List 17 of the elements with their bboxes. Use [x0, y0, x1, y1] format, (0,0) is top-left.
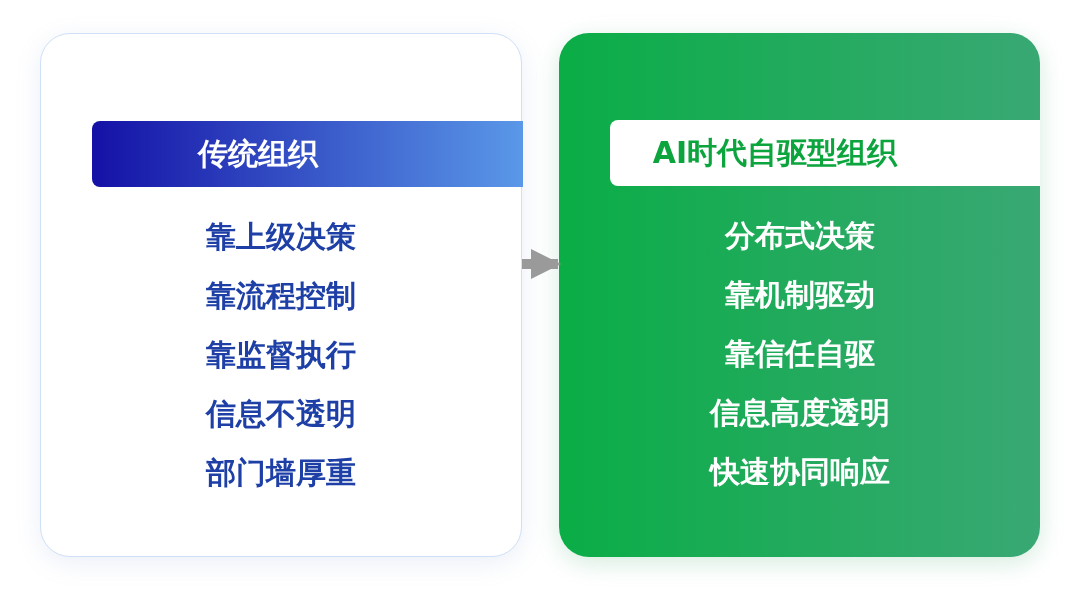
card-panel	[40, 33, 522, 557]
list-item-text: 分布式决策	[724, 217, 875, 255]
list-item-text: 信息不透明	[206, 395, 356, 433]
header-band	[92, 121, 523, 187]
list-item-text: 部门墙厚重	[206, 454, 356, 492]
list-item-text: 靠机制驱动	[724, 276, 875, 314]
list-item-text: 靠信任自驱	[724, 335, 875, 373]
list-item-text: 靠流程控制	[206, 277, 356, 315]
list-item-text: 信息高度透明	[709, 394, 890, 432]
list-item-text: 快速协同响应	[709, 453, 890, 491]
header-band	[610, 120, 1040, 186]
card-panel	[559, 33, 1040, 557]
list-item-text: 靠监督执行	[206, 336, 356, 374]
heading-text: 传统组织	[197, 136, 318, 171]
heading-text: AI时代自驱型组织	[652, 135, 898, 170]
arrow	[522, 249, 561, 279]
list-item-text: 靠上级决策	[206, 218, 356, 256]
